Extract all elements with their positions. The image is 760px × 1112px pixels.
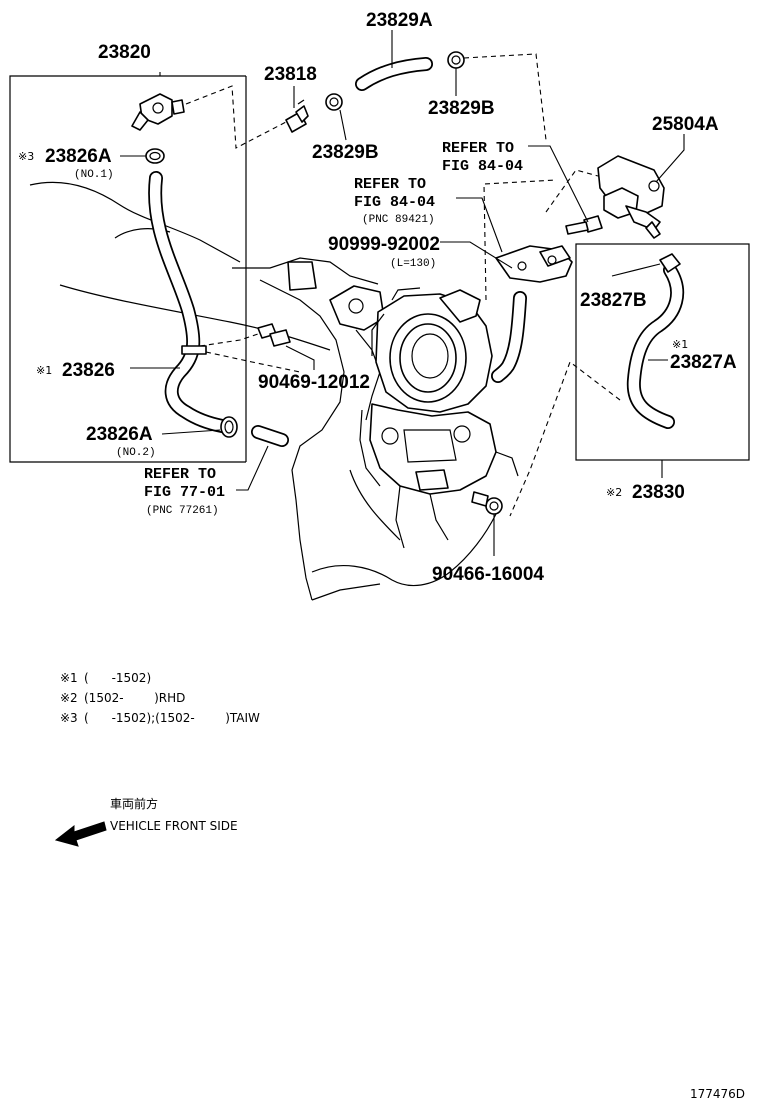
label-23826a-no1-sub: (NO.1) (74, 169, 114, 181)
label-23820: 23820 (98, 42, 151, 63)
label-23829b-left: 23829B (312, 142, 379, 163)
clamp-23827b (659, 253, 681, 273)
ref1-line2: FIG 84-04 (442, 158, 523, 175)
label-23826a-no2: 23826A (86, 424, 153, 445)
leader-23829b-left (339, 109, 347, 141)
leader-23827b (611, 263, 661, 277)
diagram-id: 177476D (690, 1087, 745, 1101)
note2-mark: ※2 (60, 691, 78, 705)
label-23827b: 23827B (580, 290, 647, 311)
label-25804a: 25804A (652, 114, 719, 135)
hose-stub-77-01 (251, 425, 289, 447)
clamp-23829b-right (447, 51, 465, 69)
ref1-line1: REFER TO (442, 140, 514, 157)
label-23826a-no2-sub: (NO.2) (116, 447, 156, 459)
vsv-25804a (597, 155, 665, 239)
note2-text: (1502- )RHD (84, 691, 185, 705)
marker-m1-a: ※1 (36, 364, 52, 377)
sensor-bracket (495, 245, 573, 283)
hose-band-23826 (181, 345, 207, 355)
dash-25804a-bracket (545, 169, 599, 213)
label-90469-12012: 90469-12012 (258, 372, 370, 393)
note3-text: ( -1502);(1502- )TAIW (84, 711, 260, 725)
leader-ref2 (456, 197, 503, 253)
marker-m2: ※2 (606, 486, 622, 499)
dash-23826-to-90469 (199, 333, 259, 347)
leader-ref3 (236, 445, 269, 491)
label-90999-92002: 90999-92002 (328, 234, 440, 255)
clamp-23829b-left (325, 93, 343, 111)
leader-ref1 (528, 145, 589, 223)
ref3-line2: FIG 77-01 (144, 484, 225, 501)
label-23829a: 23829A (366, 10, 433, 31)
front-arrow-icon (54, 821, 107, 847)
label-23818: 23818 (264, 64, 317, 85)
hose-23826 (148, 171, 229, 433)
dash-23829b-to-25804a (463, 53, 547, 141)
hose-23827a (626, 263, 685, 429)
note1-text: ( -1502) (84, 671, 151, 685)
label-90466-16004: 90466-16004 (432, 564, 544, 585)
bolt (565, 215, 603, 235)
hose-23829a (355, 57, 433, 91)
leader-25804a (655, 134, 685, 183)
leader-90469 (285, 345, 315, 370)
label-90999-92002-sub: (L=130) (390, 258, 436, 270)
hose-90999-92002 (491, 291, 527, 383)
note3-mark: ※3 (60, 711, 78, 725)
label-23826a-no1: 23826A (45, 146, 112, 167)
direction-jp: 車両前方 (110, 796, 158, 811)
ref2-line1: REFER TO (354, 176, 426, 193)
dash-90469-to-manifold (205, 351, 301, 373)
ref2-line2: FIG 84-04 (354, 194, 435, 211)
marker-m3: ※3 (18, 150, 34, 163)
ref2-line3: (PNC 89421) (362, 214, 435, 226)
clamp-23826a-no2 (220, 416, 238, 438)
dash-bracket-to-hose (483, 179, 557, 301)
leader-23826a-no2 (161, 429, 221, 435)
label-23829b-right: 23829B (428, 98, 495, 119)
clip-90469-12012 (257, 323, 291, 347)
dash-23830-to-90466 (509, 361, 621, 517)
fitting-23818 (285, 99, 309, 133)
label-23826: 23826 (62, 360, 115, 381)
clamp-23826a-no1 (145, 148, 165, 164)
group-box-23820 (9, 75, 246, 463)
ref3-line3: (PNC 77261) (146, 505, 219, 517)
label-23830: 23830 (632, 482, 685, 503)
dash-23820-to-23818 (185, 85, 287, 149)
intake-manifold-body (29, 181, 519, 601)
ref3-line1: REFER TO (144, 466, 216, 483)
marker-m1-b: ※1 (672, 338, 688, 351)
valve-23820 (131, 93, 185, 131)
label-23827a: 23827A (670, 352, 737, 373)
leader-90999 (440, 241, 513, 269)
direction-en: VEHICLE FRONT SIDE (110, 819, 238, 833)
note1-mark: ※1 (60, 671, 78, 685)
clamp-90466-16004 (471, 491, 503, 515)
